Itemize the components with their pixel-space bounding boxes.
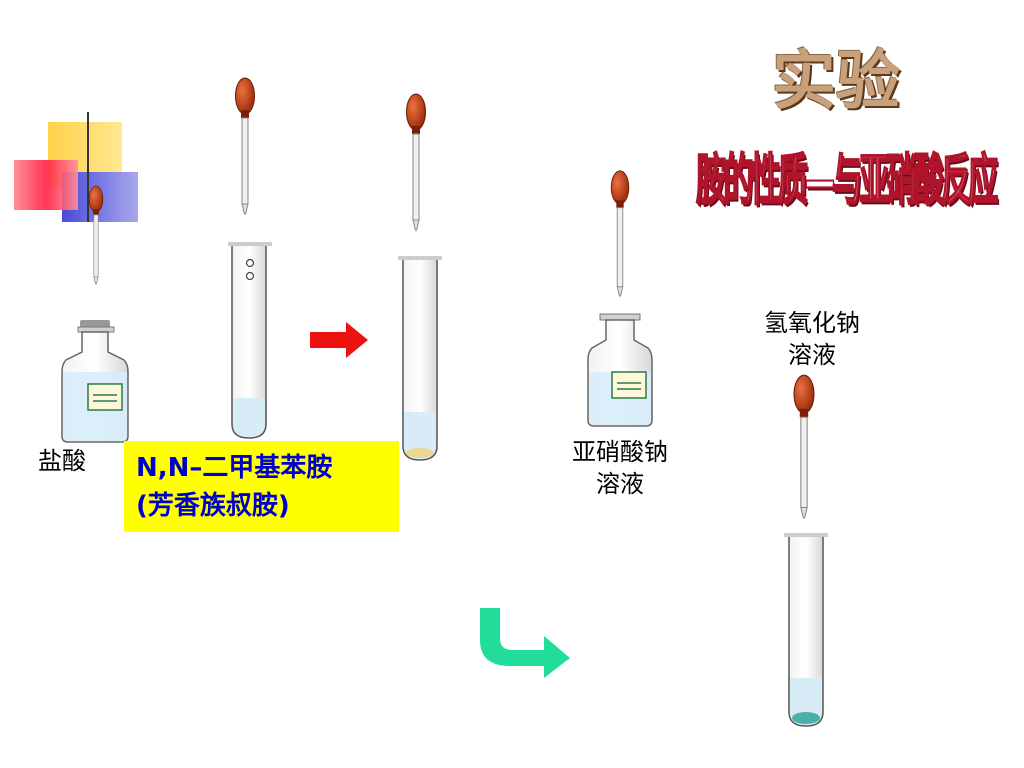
amine-label-box: N,N–二甲基苯胺 (芳香族叔胺) (124, 441, 399, 532)
sodium-hydroxide-line1: 氢氧化钠 (764, 309, 860, 337)
dropper-icon (793, 374, 815, 519)
reagent-bottle-icon (587, 313, 653, 427)
amine-name: N,N–二甲基苯胺 (136, 453, 333, 483)
reagent-bottle-icon (61, 320, 129, 443)
page-subtitle: 胺的性质—与亚硝酸反应 (695, 147, 999, 213)
dropper-icon (88, 185, 104, 285)
amine-class: (芳香族叔胺) (136, 491, 290, 521)
curved-arrow-icon (480, 608, 570, 678)
test-tube-icon (228, 242, 272, 439)
arrow-right-icon (310, 322, 368, 358)
decorative-corner (14, 112, 700, 222)
hydrochloric-acid-text: 盐酸 (38, 447, 86, 475)
sodium-nitrite-label: 亚硝酸钠 溶液 (560, 436, 680, 500)
dropper-icon (610, 170, 630, 297)
sodium-hydroxide-line2: 溶液 (788, 341, 836, 369)
test-tube-icon (398, 256, 442, 461)
sodium-hydroxide-label: 氢氧化钠 溶液 (752, 307, 872, 371)
page-title: 实验 (772, 44, 900, 119)
dropper-icon (406, 93, 426, 231)
dropper-icon (235, 77, 255, 215)
sodium-nitrite-line1: 亚硝酸钠 (572, 438, 668, 466)
test-tube-icon (784, 533, 828, 727)
hydrochloric-acid-label: 盐酸 (38, 445, 86, 477)
sodium-nitrite-line2: 溶液 (596, 470, 644, 498)
